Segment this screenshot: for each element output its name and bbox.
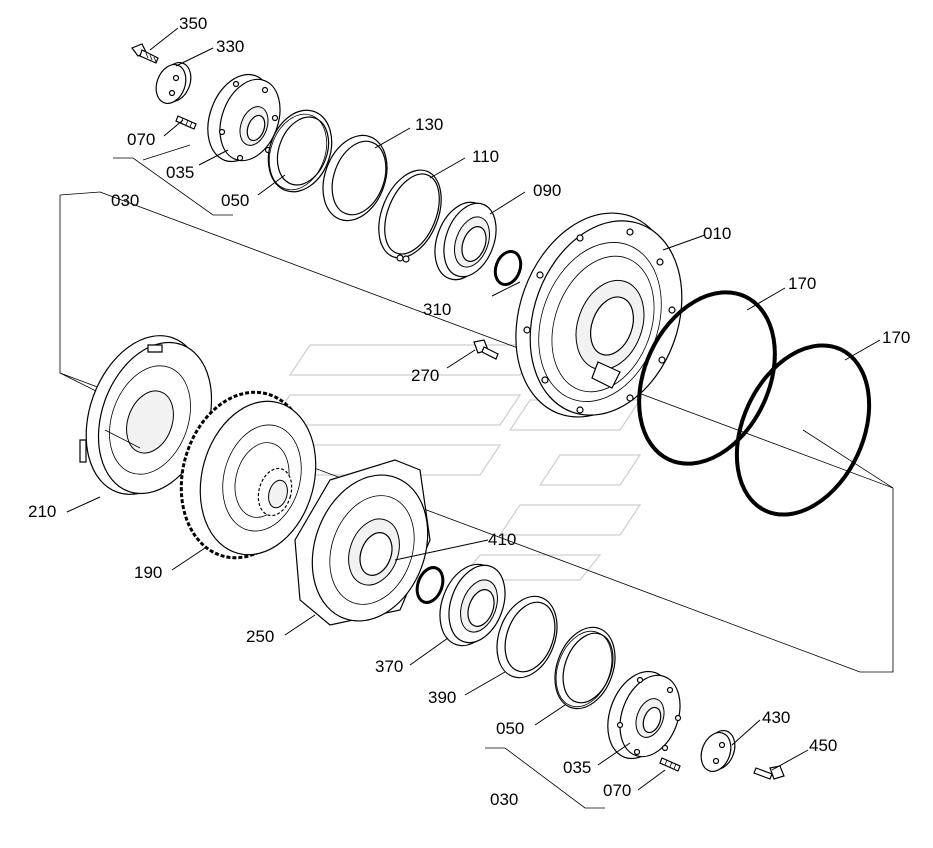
- label-050-top: 050: [221, 191, 249, 210]
- label-330: 330: [216, 37, 244, 56]
- seal-390: [496, 595, 558, 679]
- flange-035-top: [207, 73, 281, 163]
- label-130: 130: [415, 115, 443, 134]
- bolt-270: [473, 339, 499, 360]
- washer-430: [700, 730, 736, 772]
- carrier-250: [294, 459, 431, 626]
- label-030-bottom: 030: [490, 790, 518, 809]
- label-070-top: 070: [127, 130, 155, 149]
- oring-310: [493, 250, 523, 286]
- label-050-bottom: 050: [496, 719, 524, 738]
- oring-170-a: [637, 290, 777, 466]
- leader-lines: [66, 27, 881, 791]
- label-410: 410: [488, 530, 516, 549]
- circlip-110: [378, 169, 442, 263]
- label-390: 390: [428, 688, 456, 707]
- label-370: 370: [375, 657, 403, 676]
- label-310: 310: [423, 300, 451, 319]
- gear-190: [179, 390, 317, 560]
- part-labels: 350 330 070 035 030 050 130 110 090 010 …: [28, 14, 910, 809]
- label-210: 210: [28, 502, 56, 521]
- label-250: 250: [246, 627, 274, 646]
- label-350: 350: [179, 14, 207, 33]
- label-190: 190: [134, 563, 162, 582]
- label-010: 010: [703, 224, 731, 243]
- housing-010: [515, 212, 683, 418]
- label-110: 110: [472, 147, 499, 166]
- label-090: 090: [533, 181, 561, 200]
- label-070-bottom: 070: [603, 781, 631, 800]
- flange-035-bottom: [607, 670, 682, 760]
- pin-070-bottom: [659, 757, 681, 772]
- label-035-top: 035: [166, 163, 194, 182]
- pin-070-top: [175, 115, 197, 130]
- cover-210: [79, 335, 213, 495]
- seal-050-top: [267, 109, 333, 193]
- oring-170-b: [734, 343, 872, 517]
- bolt-350: [131, 43, 159, 64]
- bearing-370: [439, 563, 506, 647]
- label-035-bottom: 035: [563, 758, 591, 777]
- label-450: 450: [809, 736, 837, 755]
- label-170-b: 170: [882, 328, 910, 347]
- label-170-a: 170: [788, 274, 816, 293]
- oring-410: [415, 566, 445, 604]
- seal-050-bottom: [554, 626, 616, 710]
- washer-330: [155, 62, 192, 104]
- label-030-top: 030: [111, 191, 139, 210]
- label-270: 270: [411, 366, 439, 385]
- ring-130: [322, 134, 388, 222]
- bolt-450: [753, 765, 785, 780]
- label-430: 430: [762, 708, 790, 727]
- bearing-090: [434, 201, 497, 281]
